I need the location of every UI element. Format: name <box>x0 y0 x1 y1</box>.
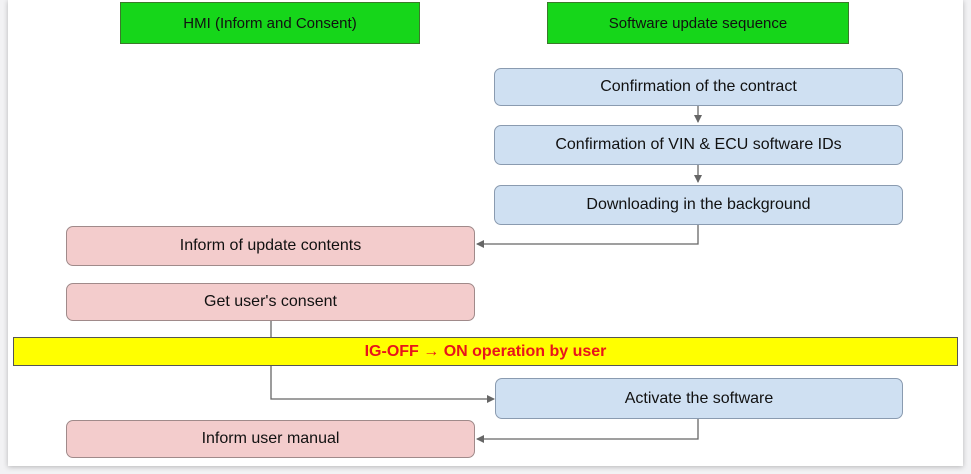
software-column-header: Software update sequence <box>547 2 849 44</box>
hmi-column-header: HMI (Inform and Consent) <box>120 2 420 44</box>
hmi-get-user-consent: Get user's consent <box>66 283 475 321</box>
arrow-download-to-inform-contents <box>476 225 699 248</box>
step-confirm-contract: Confirmation of the contract <box>494 68 903 106</box>
step-download-background: Downloading in the background <box>494 185 903 225</box>
hmi-inform-user-manual: Inform user manual <box>66 420 475 458</box>
arrow-banner-to-activate <box>270 366 495 403</box>
step-confirm-vin: Confirmation of VIN & ECU software IDs <box>494 125 903 165</box>
ig-off-on-banner: IG-OFF → ON operation by user <box>13 337 958 366</box>
arrow-activate-to-inform-manual <box>476 419 699 443</box>
step-activate-software: Activate the software <box>495 378 903 419</box>
hmi-inform-update-contents: Inform of update contents <box>66 226 475 266</box>
